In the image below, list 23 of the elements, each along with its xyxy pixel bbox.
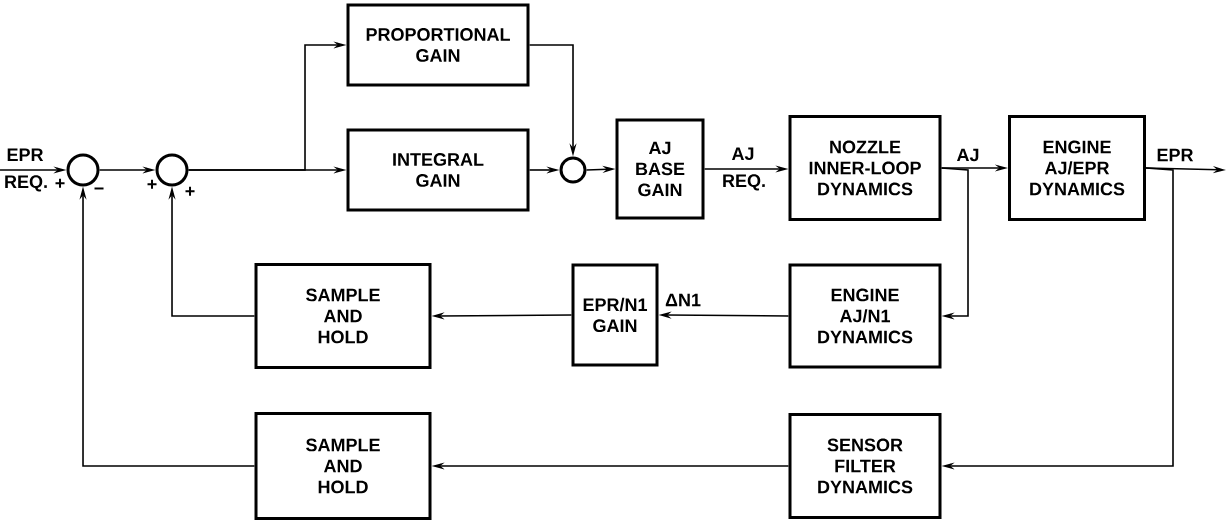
- edge-label: AJ: [955, 147, 981, 163]
- arrow: [940, 167, 969, 320]
- edge-label: ΔN1: [664, 292, 702, 308]
- edge-label: AJ REQ.: [723, 147, 765, 191]
- block-box: ENGINE AJ/N1 DYNAMICS: [788, 263, 942, 369]
- block-box: SAMPLE AND HOLD: [254, 412, 432, 520]
- block-box: NOZZLE INNER-LOOP DYNAMICS: [788, 115, 942, 221]
- block-box: EPR/N1 GAIN: [571, 263, 659, 367]
- summing-junction: [559, 156, 587, 184]
- sign-label: +: [55, 178, 65, 188]
- edge-label: EPR: [1155, 147, 1195, 163]
- block-box: AJ BASE GAIN: [615, 118, 705, 220]
- summing-junction: [66, 153, 100, 187]
- summing-junction: [155, 153, 189, 187]
- block-box: PROPORTIONAL GAIN: [346, 3, 530, 87]
- block-box: SAMPLE AND HOLD: [254, 263, 432, 369]
- sign-label: +: [185, 186, 195, 196]
- sign-label: −: [94, 187, 104, 190]
- block-box: INTEGRAL GAIN: [346, 128, 530, 212]
- block-box: SENSOR FILTER DYNAMICS: [788, 413, 942, 519]
- edge-label: EPR REQ.: [5, 148, 47, 192]
- block-box: ENGINE AJ/EPR DYNAMICS: [1008, 115, 1146, 221]
- sign-label: +: [147, 179, 157, 189]
